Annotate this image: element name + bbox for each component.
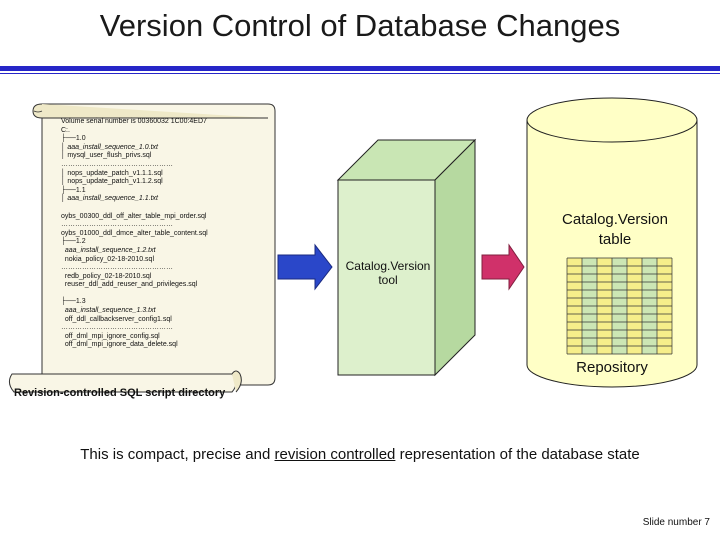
listing-line: off_dml_mpi_ignore_data_delete.sql (61, 341, 178, 349)
listing-line: │ nops_update_patch_v1.1.1.sql (61, 169, 163, 177)
listing-line: ├──1.3 (61, 298, 86, 306)
tool-label: Catalog.Version tool (345, 259, 431, 287)
listing-line: ├──1.1 (61, 186, 86, 194)
summary-part1: This is compact, precise and (80, 446, 275, 463)
slide-title: Version Control of Database Changes (99, 8, 621, 43)
slide-number: Slide number 7 (642, 517, 710, 528)
listing-line: C:. (61, 126, 70, 134)
repository-label: Repository (576, 359, 648, 376)
listing-line: nokia_policy_02-18-2010.sql (61, 255, 155, 263)
listing-line: │ aaa_install_sequence_1.0.txt (61, 143, 158, 151)
listing-line: ………………………………………… (61, 221, 173, 229)
listing-line: reuser_ddl_add_reuser_and_privileges.sql (61, 281, 198, 289)
listing-line: redb_policy_02-18-2010.sql (61, 272, 152, 280)
listing-line: oybs_01000_ddl_dmce_alter_table_content.… (61, 229, 208, 237)
listing-line: ├──1.0 (61, 135, 86, 143)
table-label: Catalog.Version table (562, 211, 668, 248)
directory-label: Revision-controlled SQL script directory (14, 387, 226, 399)
listing-line: off_dml_mpi_ignore_config.sql (61, 332, 160, 340)
title-rule-thin (0, 73, 720, 74)
listing-line: ├──1.2 (61, 238, 86, 246)
listing-line: off_ddl_callbackserver_config1.sql (61, 315, 172, 323)
right-arrow-magenta-icon (481, 243, 525, 291)
listing-line: oybs_00300_ddl_off_alter_table_mpi_order… (61, 212, 207, 220)
summary-text: This is compact, precise and revision co… (60, 445, 660, 464)
listing-line: │ mysql_user_flush_privs.sql (61, 152, 152, 160)
listing-line: aaa_install_sequence_1.2.txt (61, 246, 156, 254)
grid-table-icon (566, 257, 673, 355)
listing-line: Volume serial number is 00360032 1C00:4E… (61, 118, 207, 125)
listing-line: ………………………………………… (61, 324, 173, 332)
listing-line: ………………………………………… (61, 160, 173, 168)
listing-line: ………………………………………… (61, 264, 173, 272)
right-arrow-blue-icon (277, 243, 333, 291)
listing-line: │ nops_update_patch_v1.1.2.sql (61, 178, 163, 186)
summary-part2: representation of the database state (395, 446, 640, 463)
listing-line: │ aaa_install_sequence_1.1.txt (61, 195, 158, 203)
listing-line (61, 204, 271, 213)
scroll-shape (8, 103, 276, 393)
listing-line (61, 290, 271, 299)
listing-line: aaa_install_sequence_1.3.txt (61, 307, 156, 315)
title-rule (0, 66, 720, 71)
summary-underlined: revision controlled (274, 446, 396, 463)
directory-listing: Volume serial number is 00360032 1C00:4E… (61, 118, 271, 350)
cube-shape (336, 138, 477, 377)
